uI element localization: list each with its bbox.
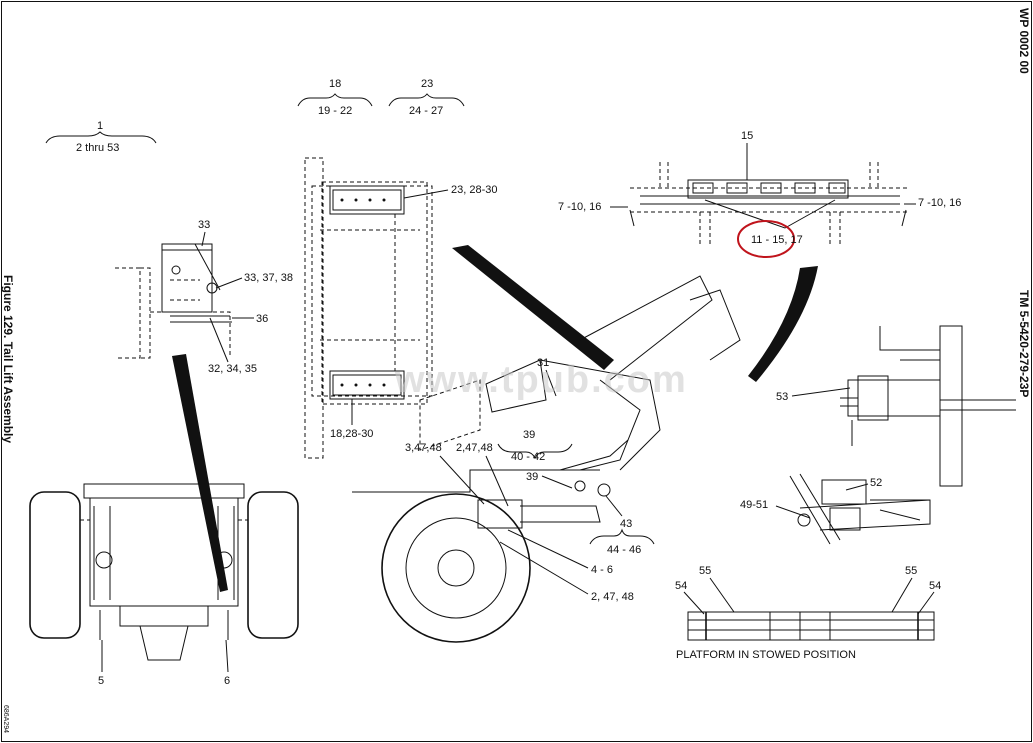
highlight-circle: [737, 220, 795, 258]
callout-49-51: 49-51: [740, 499, 768, 511]
callout-18: 18: [329, 78, 341, 90]
bracket-detail-drawing: [115, 243, 232, 359]
callout-44-46: 44 - 46: [607, 544, 641, 556]
callout-54-left: 54: [675, 580, 687, 592]
callout-31: 31: [537, 357, 549, 369]
callout-55-left: 55: [699, 565, 711, 577]
callout-39-upper: 39: [523, 429, 535, 441]
callout-24-27: 24 - 27: [409, 105, 443, 117]
callout-1: 1: [97, 120, 103, 132]
callout-11-15-17: 11 - 15, 17: [751, 234, 803, 246]
callout-7-10-16-right: 7 -10, 16: [918, 197, 961, 209]
callout-2-thru-53: 2 thru 53: [76, 142, 119, 154]
callout-40-42: 40 - 42: [511, 451, 545, 463]
side-view-drawing: [352, 275, 741, 643]
callout-4-6: 4 - 6: [591, 564, 613, 576]
callout-5: 5: [98, 675, 104, 687]
callout-group-1: 1 2 thru 53: [45, 120, 157, 154]
callout-23: 23: [421, 78, 433, 90]
callout-52: 52: [870, 477, 882, 489]
callout-19-22: 19 - 22: [318, 105, 352, 117]
rear-view-drawing: [29, 483, 299, 661]
callout-2-47-48-bottom: 2, 47, 48: [591, 591, 634, 603]
detail-53-drawing: [840, 325, 1016, 487]
callout-33: 33: [198, 219, 210, 231]
callout-32-34-35: 32, 34, 35: [208, 363, 257, 375]
leader-wedge-left: [172, 354, 228, 592]
callout-7-10-16-left: 7 -10, 16: [558, 201, 601, 213]
callout-36: 36: [256, 313, 268, 325]
callout-18-28-30: 18,28-30: [330, 428, 373, 440]
callout-15: 15: [741, 130, 753, 142]
callout-23-28-30: 23, 28-30: [451, 184, 497, 196]
leader-wedge-right: [748, 266, 818, 382]
callout-group-18: 18 19 - 22: [297, 78, 373, 117]
callout-33-37-38: 33, 37, 38: [244, 272, 293, 284]
callout-55-right: 55: [905, 565, 917, 577]
figure-title: Figure 129. Tail Lift Assembly: [1, 275, 15, 443]
tailgate-frame-drawing: [304, 157, 433, 459]
watermark: www.tpub.com: [394, 359, 688, 401]
callout-6: 6: [224, 675, 230, 687]
leader-wedge-upper: [452, 245, 614, 370]
platform-caption: PLATFORM IN STOWED POSITION: [676, 649, 856, 661]
detail-52-drawing: [789, 473, 931, 545]
drawing-id: 686A294: [2, 705, 9, 733]
callout-54-right: 54: [929, 580, 941, 592]
wp-number: WP 0002 00: [1017, 8, 1031, 74]
callout-39-lower: 39: [526, 471, 538, 483]
callout-43: 43: [620, 518, 632, 530]
callout-group-23: 23 24 - 27: [388, 78, 465, 117]
tm-number: TM 5-5420-279-23P: [1017, 290, 1031, 397]
platform-stowed-drawing: [687, 611, 935, 641]
callout-2-47-48-top: 2,47,48: [456, 442, 493, 454]
callout-3-47-48: 3,47,48: [405, 442, 442, 454]
rail-assembly-drawing: 15: [629, 130, 910, 244]
callout-53: 53: [776, 391, 788, 403]
